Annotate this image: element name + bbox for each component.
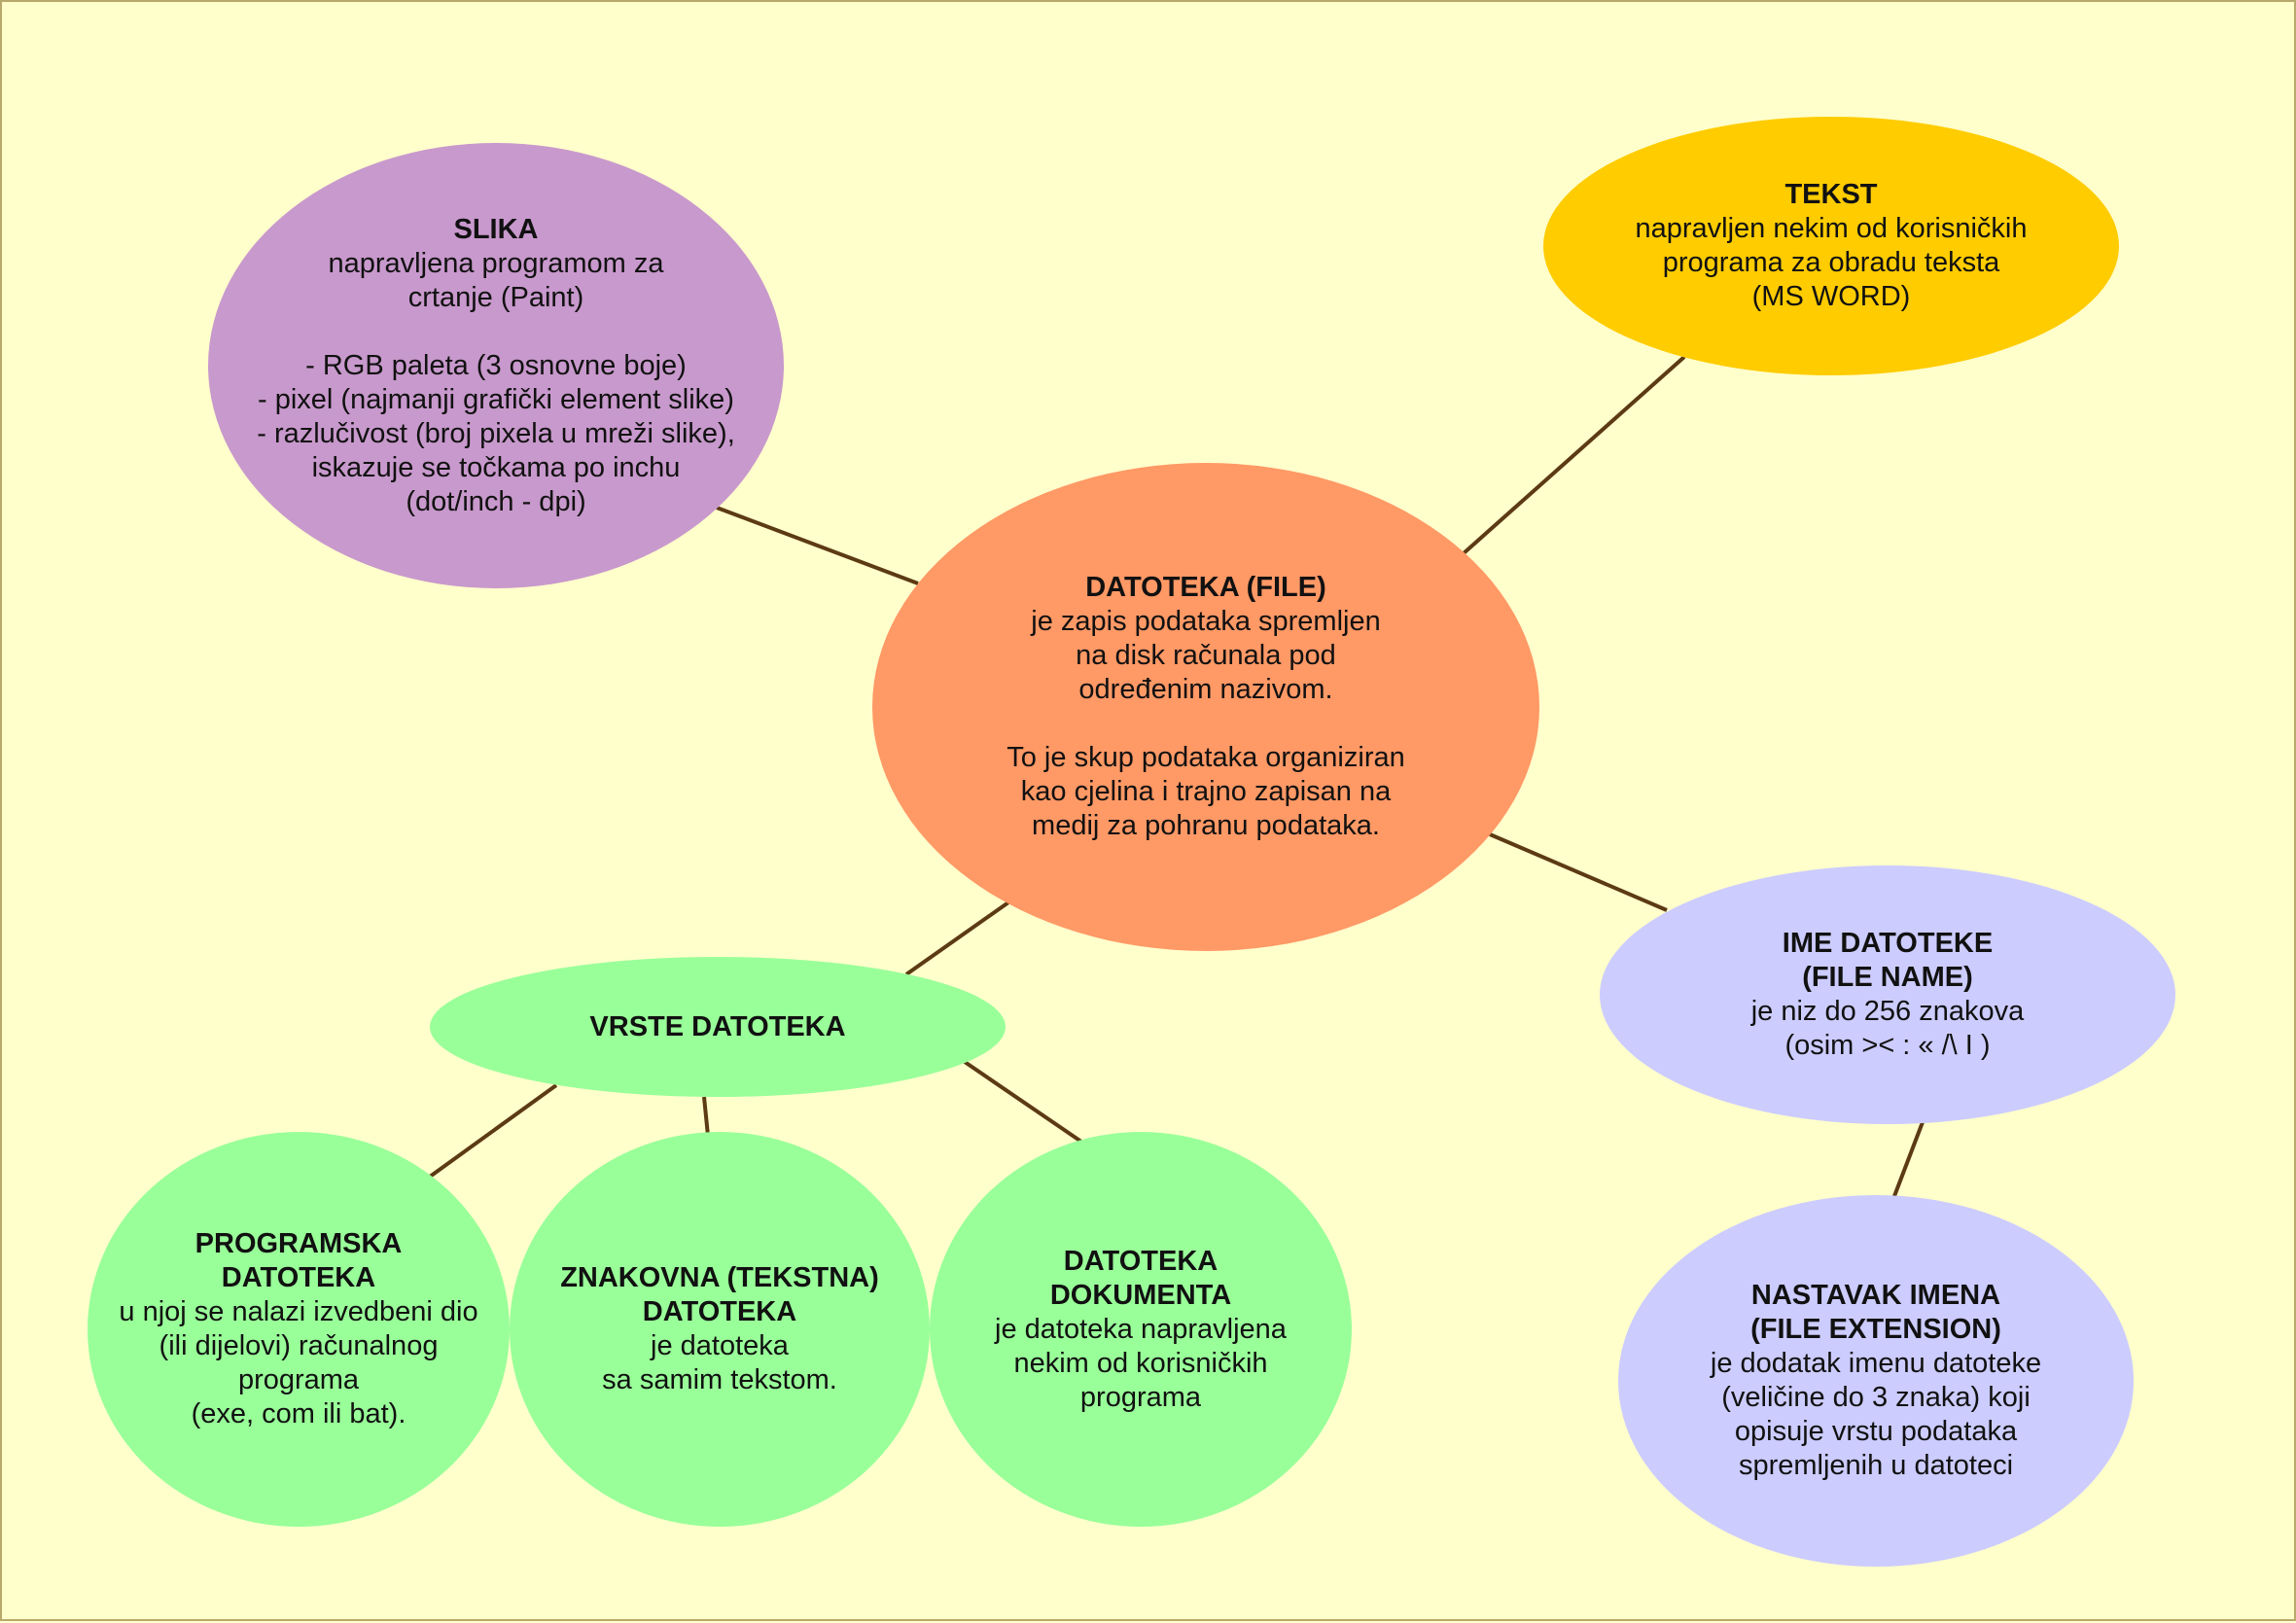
- edge-vrste-prog: [428, 1083, 558, 1179]
- edge-vrste-dok: [963, 1060, 1083, 1144]
- node-ime-body: je niz do 256 znakova (osim >< : « /\ I …: [1750, 996, 2025, 1061]
- edge-ime-ext: [1892, 1121, 1925, 1197]
- node-center-title: DATOTEKA (FILE): [1085, 572, 1326, 603]
- node-center-details: To je skup podataka organiziran kao cjel…: [1007, 742, 1405, 841]
- node-vrste-datoteka: VRSTE DATOTEKA: [430, 957, 1006, 1097]
- node-ime-datoteke: IME DATOTEKE (FILE NAME) je niz do 256 z…: [1600, 865, 2175, 1124]
- node-tekst-body: napravljen nekim od korisničkih programa…: [1635, 213, 2028, 312]
- node-datoteka-center: DATOTEKA (FILE) je zapis podataka spreml…: [872, 463, 1539, 951]
- node-tekst-title: TEKST: [1784, 179, 1878, 210]
- node-znak-body: je datoteka sa samim tekstom.: [602, 1330, 837, 1395]
- node-znak-title: ZNAKOVNA (TEKSTNA) DATOTEKA: [560, 1262, 879, 1327]
- node-center-body: je zapis podataka spremljen na disk raču…: [1031, 606, 1381, 705]
- node-ext-body: je dodatak imenu datoteke (veličine do 3…: [1710, 1348, 2042, 1481]
- node-dok-title: DATOTEKA DOKUMENTA: [1049, 1245, 1232, 1311]
- node-slika-body: napravljena programom za crtanje (Paint): [328, 247, 664, 313]
- node-dok-body: je datoteka napravljena nekim od korisni…: [995, 1313, 1287, 1413]
- edge-center-slika: [716, 506, 919, 585]
- node-nastavak-imena: NASTAVAK IMENA (FILE EXTENSION) je dodat…: [1618, 1195, 2134, 1567]
- node-slika-details: - RGB paleta (3 osnovne boje) - pixel (n…: [257, 349, 735, 517]
- node-znakovna-datoteka: ZNAKOVNA (TEKSTNA) DATOTEKA je datoteka …: [510, 1132, 930, 1527]
- node-datoteka-dokumenta: DATOTEKA DOKUMENTA je datoteka napravlje…: [930, 1132, 1352, 1527]
- edge-center-ime: [1489, 832, 1668, 912]
- node-vrste-title: VRSTE DATOTEKA: [589, 1010, 846, 1042]
- node-slika: SLIKA napravljena programom za crtanje (…: [208, 143, 784, 588]
- edge-vrste-znak: [702, 1096, 710, 1137]
- node-tekst: TEKST napravljen nekim od korisničkih pr…: [1543, 117, 2119, 375]
- node-ime-title: IME DATOTEKE (FILE NAME): [1782, 928, 1994, 993]
- node-slika-title: SLIKA: [453, 213, 539, 245]
- node-prog-title: PROGRAMSKA DATOTEKA: [194, 1228, 403, 1293]
- node-prog-body: u njoj se nalazi izvedbeni dio (ili dije…: [119, 1296, 478, 1429]
- edge-center-tekst: [1462, 355, 1686, 555]
- node-programska-datoteka: PROGRAMSKA DATOTEKA u njoj se nalazi izv…: [88, 1132, 510, 1527]
- node-ext-title: NASTAVAK IMENA (FILE EXTENSION): [1750, 1280, 2001, 1345]
- edge-center-vrste: [904, 900, 1010, 976]
